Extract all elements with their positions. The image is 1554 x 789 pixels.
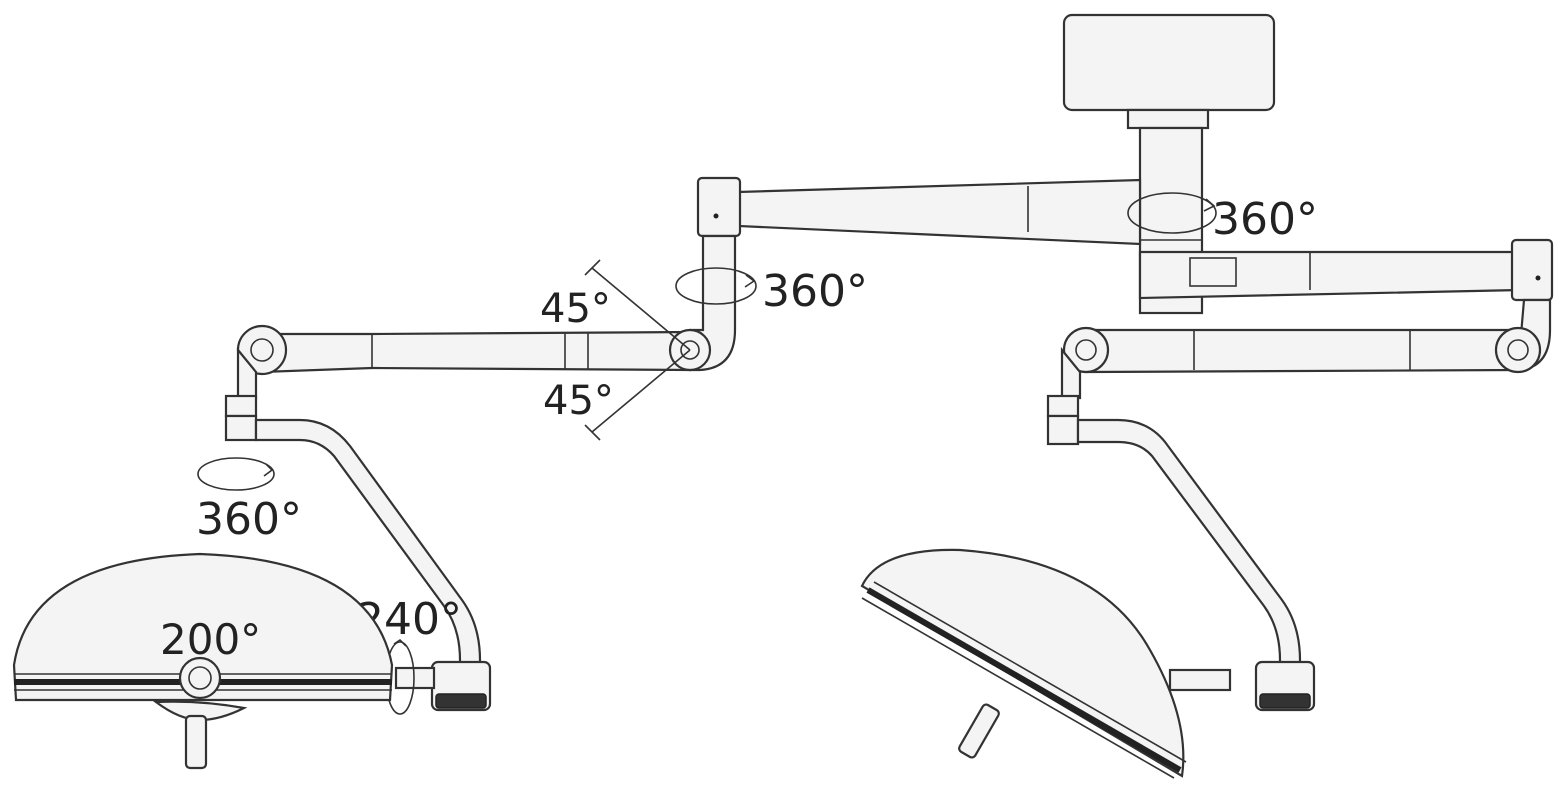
lamp-head-tilt-angle-label: 200° — [160, 615, 261, 664]
main-pivot-angle-label: 360° — [1212, 194, 1318, 245]
left-spring-arm — [236, 324, 712, 376]
left-yoke — [224, 346, 492, 712]
upper-main-arm — [688, 176, 1142, 372]
right-upper-arm — [1138, 238, 1554, 372]
left-head-angle-label: 360° — [196, 494, 302, 545]
left-head-rotation-arrow — [197, 457, 275, 491]
right-yoke — [1046, 346, 1316, 712]
main-pivot-rotation-arrow — [1127, 192, 1217, 234]
left-lamp-head — [12, 552, 394, 770]
right-lamp-head — [860, 548, 1187, 779]
upper-joint-rotation-arrow — [675, 267, 757, 305]
tilt-up-angle-label: 45° — [540, 286, 611, 332]
tilt-range-lines — [584, 259, 691, 441]
upper-joint-angle-label: 360° — [762, 266, 868, 317]
tilt-down-angle-label: 45° — [543, 378, 614, 424]
right-lower-arm — [1062, 326, 1542, 374]
